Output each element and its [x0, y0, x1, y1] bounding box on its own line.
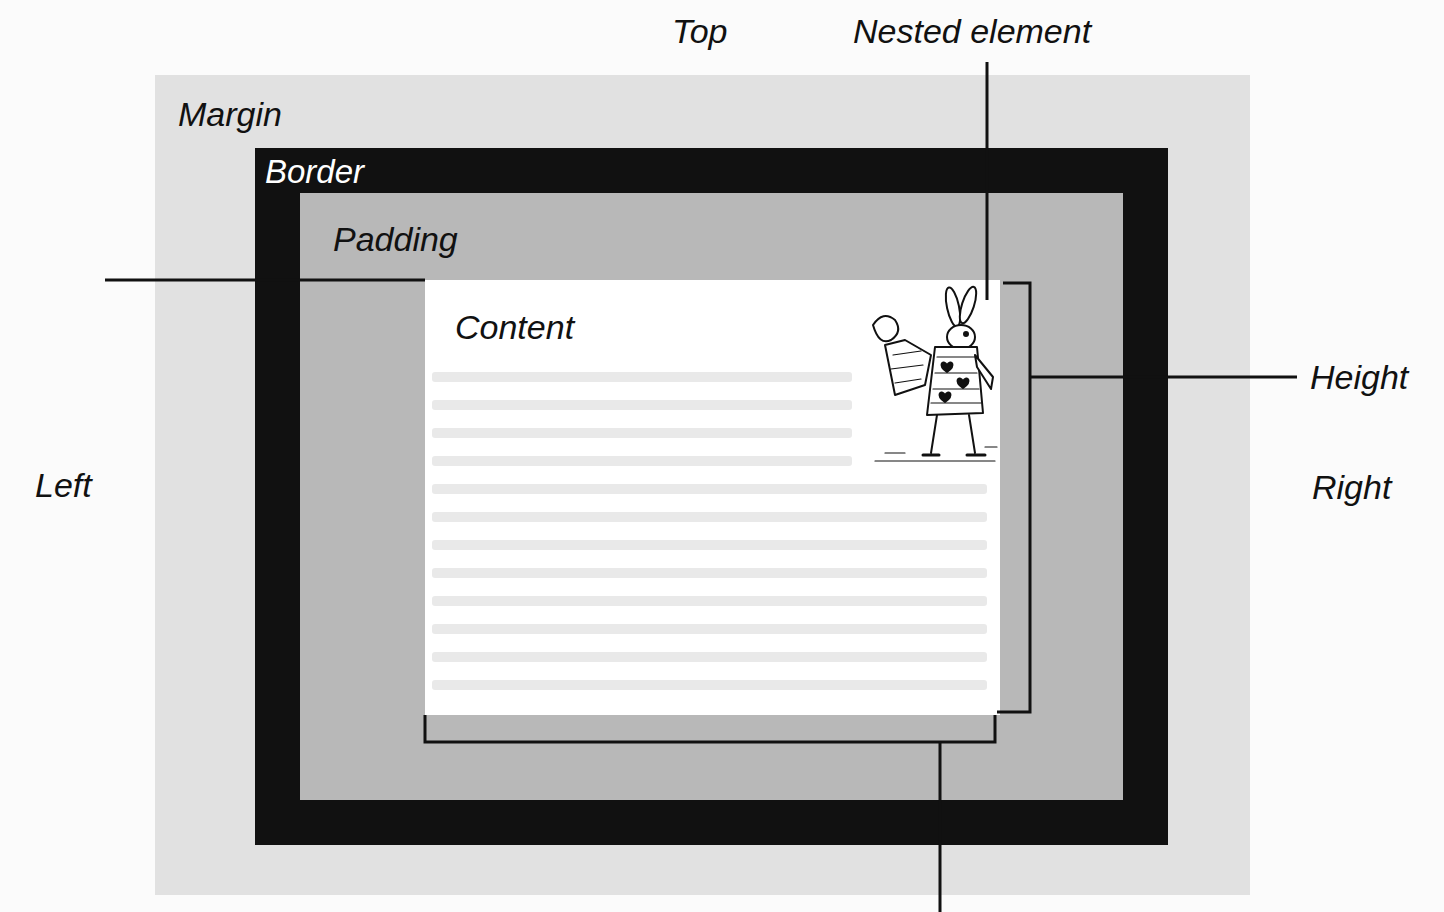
rabbit-leg [931, 415, 975, 453]
label-anchor: Right [1312, 468, 1391, 506]
margin-area: MarginBorderPaddingContent [155, 75, 1250, 895]
padding-area: PaddingContent [300, 193, 1123, 800]
rabbit-eye [964, 332, 968, 336]
nested-element-leader-line [986, 62, 989, 300]
region-label: Border [265, 153, 1178, 191]
label-anchor: Left [35, 466, 92, 504]
faded-text-line [432, 484, 987, 494]
heart [942, 363, 953, 372]
bottom-leader-line [939, 742, 942, 912]
ground-hatching [875, 447, 997, 461]
cloak-hatching [891, 351, 923, 383]
faded-text-line [432, 512, 987, 522]
tabard-lines [931, 357, 981, 403]
faded-text-line [432, 652, 987, 662]
white-rabbit-illustration [873, 285, 997, 461]
rabbit-tabard [927, 347, 983, 415]
width-bracket [425, 715, 995, 742]
faded-text-line [432, 400, 852, 410]
callout-label: Nested element [853, 12, 1091, 50]
dimension-label: Height [1310, 358, 1408, 396]
heart [958, 379, 969, 388]
side-label: Left [35, 466, 92, 504]
rabbit-cloak [885, 340, 931, 395]
rabbit-ear [956, 285, 979, 325]
side-label: Right [1312, 468, 1391, 506]
height-leader-line [1030, 376, 1297, 379]
faded-text-line [432, 372, 852, 382]
content-area: Content [425, 280, 1000, 715]
leader-lines [105, 62, 1297, 912]
label-anchor: Top [672, 12, 727, 50]
faded-text-line [432, 680, 987, 690]
heart [940, 393, 951, 402]
faded-text-lines [432, 372, 987, 690]
region-label: Content [455, 308, 1030, 346]
rabbit-ruff [873, 316, 898, 341]
faded-text-line [432, 456, 852, 466]
label-anchor: Height [1310, 358, 1408, 396]
rabbit-foot [923, 454, 985, 457]
label-anchor: Nested element [853, 12, 1091, 50]
left-leader-line [105, 279, 425, 282]
border-box: BorderPaddingContent [255, 148, 1168, 845]
faded-text-line [432, 428, 852, 438]
faded-text-line [432, 540, 987, 550]
region-label: Padding [333, 220, 1156, 258]
rabbit-head [947, 325, 975, 349]
region-label: Margin [178, 95, 1273, 133]
trumpet [975, 355, 993, 389]
faded-text-line [432, 624, 987, 634]
faded-text-line [432, 596, 987, 606]
rabbit-ear [943, 286, 963, 328]
side-label: Top [672, 12, 727, 50]
faded-text-line [432, 568, 987, 578]
height-bracket [997, 283, 1030, 712]
